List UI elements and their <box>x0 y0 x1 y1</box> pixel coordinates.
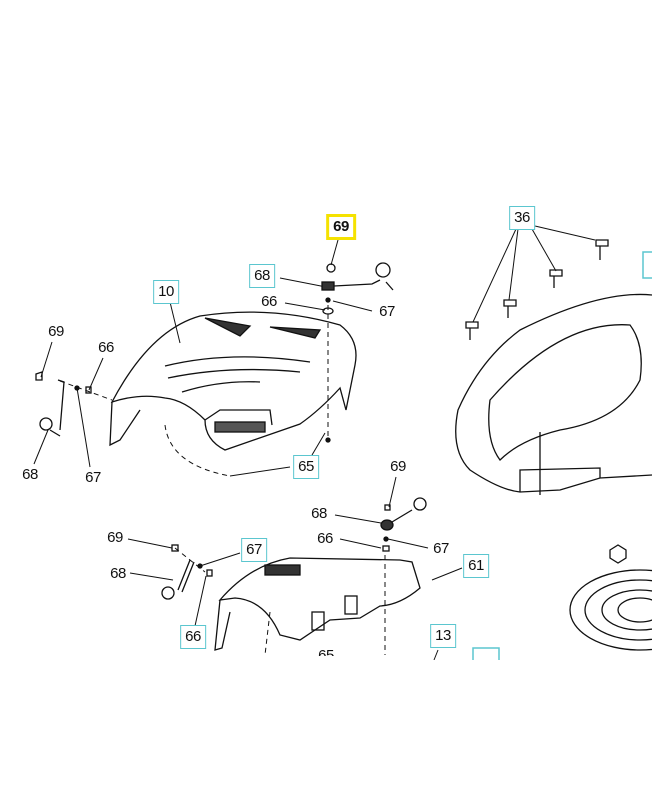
callout-36[interactable]: 36 <box>509 206 535 230</box>
callout-13[interactable]: 13 <box>430 624 456 648</box>
latch-assembly-lower-left <box>161 544 213 600</box>
callout-66: 66 <box>261 293 277 310</box>
callout-68: 68 <box>311 505 327 522</box>
callout-66: 66 <box>98 339 114 356</box>
callout-10[interactable]: 10 <box>153 280 179 304</box>
latch-assembly-left <box>35 371 92 437</box>
callout-69: 69 <box>107 529 123 546</box>
leader-lines <box>33 225 596 661</box>
callout-65[interactable]: 65 <box>293 455 319 479</box>
callout-67: 67 <box>433 540 449 557</box>
callout-68: 68 <box>22 466 38 483</box>
hood-part-right <box>455 293 652 495</box>
callout-68: 68 <box>110 565 126 582</box>
cover-part-61 <box>214 557 421 651</box>
callout-69: 69 <box>48 323 64 340</box>
nut-and-wheel <box>569 544 652 651</box>
screws-36 <box>465 239 609 340</box>
latch-assembly-center <box>380 497 427 552</box>
blank-margin <box>0 660 652 800</box>
callout-68[interactable]: 68 <box>249 264 275 288</box>
callout-67: 67 <box>379 303 395 320</box>
callout-69-highlighted[interactable]: 69 <box>326 214 356 240</box>
callout-61[interactable]: 61 <box>463 554 489 578</box>
callout-67[interactable]: 67 <box>241 538 267 562</box>
latch-assembly-top <box>321 262 394 315</box>
hood-part-10 <box>109 311 357 451</box>
callout-67: 67 <box>85 469 101 486</box>
callout-66[interactable]: 66 <box>180 625 206 649</box>
callout-box-cut <box>642 251 652 279</box>
callout-66: 66 <box>317 530 333 547</box>
callout-69: 69 <box>390 458 406 475</box>
callout-65: 65 <box>318 647 334 664</box>
